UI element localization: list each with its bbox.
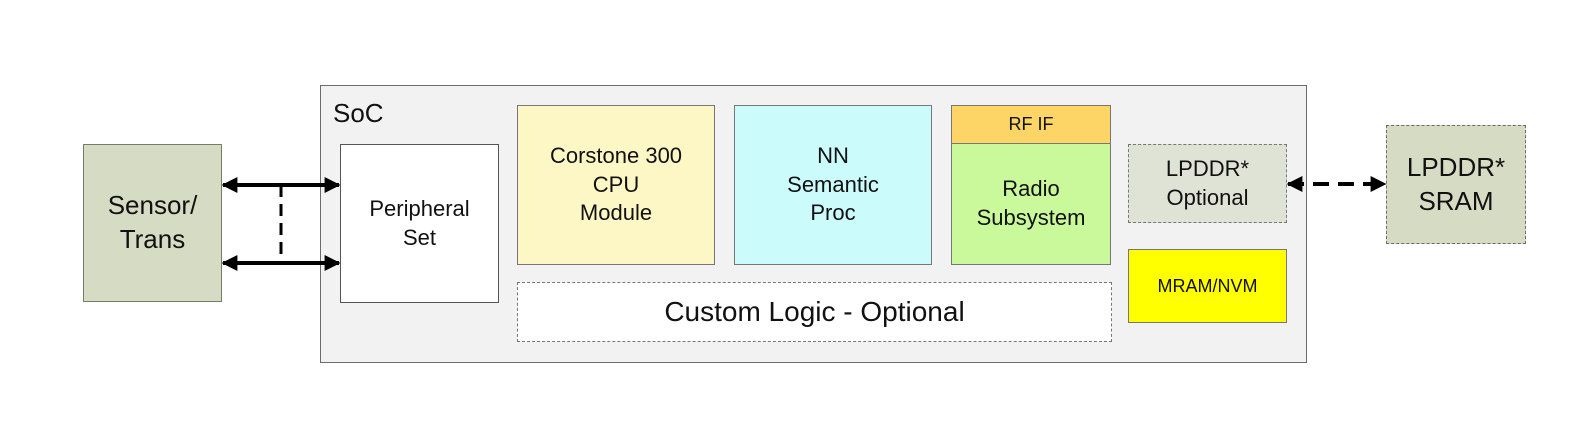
custom-logic-block: Custom Logic - Optional — [517, 282, 1112, 342]
rf-if-block: RF IF — [951, 105, 1111, 144]
sensor-trans-block: Sensor/ Trans — [83, 144, 222, 302]
cpu-module-block: Corstone 300 CPU Module — [517, 105, 715, 265]
lpddr-optional-block: LPDDR* Optional — [1128, 144, 1287, 223]
mram-nvm-block: MRAM/NVM — [1128, 249, 1287, 323]
radio-subsystem-block: Radio Subsystem — [951, 143, 1111, 265]
soc-label: SoC — [333, 98, 384, 128]
peripheral-set-block: Peripheral Set — [340, 144, 499, 303]
nn-semantic-proc-block: NN Semantic Proc — [734, 105, 932, 265]
lpddr-sram-block: LPDDR* SRAM — [1386, 125, 1526, 244]
